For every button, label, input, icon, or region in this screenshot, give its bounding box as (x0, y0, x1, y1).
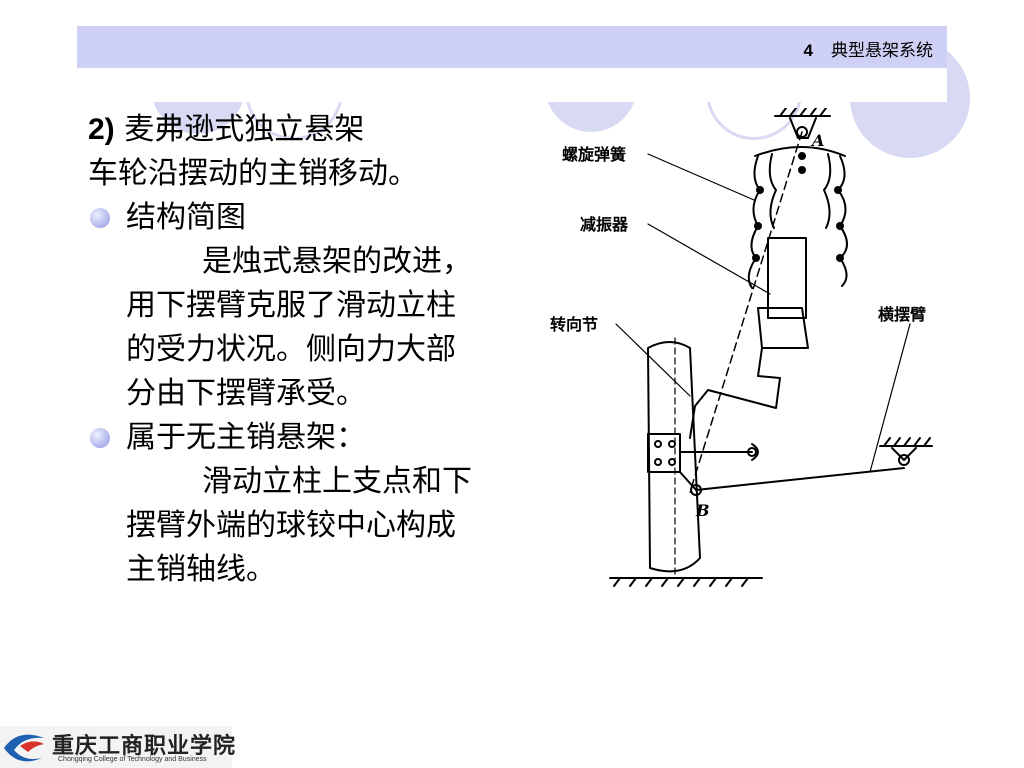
tie-rod-end (751, 443, 759, 461)
label-control-arm: 横摆臂 (878, 305, 926, 324)
paragraph-line: 是烛式悬架的改进， (202, 244, 472, 279)
paragraph-line: 用下摆臂克服了滑动立柱 (126, 288, 456, 323)
title-number: 2) (88, 113, 115, 146)
arm-mount-hatch (879, 437, 933, 447)
lower-control-arm (695, 467, 905, 491)
paragraph-line: 分由下摆臂承受。 (126, 376, 366, 411)
leader-arm (869, 323, 911, 473)
leader-spring (647, 153, 755, 201)
label-point-b: B (695, 501, 710, 520)
paragraph-line: 主销轴线。 (126, 552, 276, 587)
label-spring: 螺旋弹簧 (562, 145, 626, 164)
bullet-label: 结构简图 (126, 200, 246, 235)
bullet-icon (90, 208, 110, 228)
strut-body (689, 347, 781, 439)
suspension-diagram: 螺旋弹簧 减振器 转向节 横摆臂 A B (550, 108, 933, 587)
ground-hatch (609, 577, 763, 587)
school-name-en: Chongqing College of Technology and Busi… (58, 756, 207, 763)
header-bar: 4 典型悬架系统 (77, 26, 947, 68)
footer-band (0, 726, 232, 768)
leader-damper (647, 223, 771, 295)
kingpin-axis (689, 131, 803, 493)
school-name-cn: 重庆工商职业学院 (52, 733, 237, 759)
top-mount-bracket (789, 117, 817, 139)
damper-upper (767, 237, 807, 319)
bullet-item: 属于无主销悬架： (88, 416, 528, 460)
ball-joint-b (690, 484, 702, 496)
section-number: 4 (803, 41, 813, 60)
slide-title: 2) 麦弗逊式独立悬架 (88, 108, 528, 152)
bullet-label: 属于无主销悬架： (126, 420, 366, 455)
slide-content: 2) 麦弗逊式独立悬架 车轮沿摆动的主销移动。 结构简图 是烛式悬架的改进， 用… (88, 108, 528, 592)
paragraph-line: 摆臂外端的球铰中心构成 (126, 508, 456, 543)
paragraph-line: 滑动立柱上支点和下 (202, 464, 472, 499)
section-title: 典型悬架系统 (831, 41, 933, 61)
top-mount-hatch (774, 108, 831, 117)
slide-subtitle: 车轮沿摆动的主销移动。 (88, 156, 418, 191)
spring-coil-dots (752, 152, 844, 262)
section-heading: 4 典型悬架系统 (804, 36, 933, 61)
inner-pivot (898, 454, 910, 466)
leader-knuckle (615, 323, 691, 397)
label-point-a: A (810, 131, 824, 150)
label-knuckle: 转向节 (550, 315, 598, 334)
title-text: 麦弗逊式独立悬架 (114, 112, 365, 147)
bullet-icon (90, 428, 110, 448)
pivot-a (796, 126, 808, 138)
school-logo (4, 734, 44, 762)
header-lower-band (77, 68, 947, 102)
damper-lower (757, 307, 809, 349)
paragraph-line: 的受力状况。侧向力大部 (126, 332, 456, 367)
bullet-paragraph: 滑动立柱上支点和下 摆臂外端的球铰中心构成 主销轴线。 (88, 460, 528, 592)
spring-seat (754, 146, 846, 157)
bullet-item: 结构简图 (88, 196, 528, 240)
coil-spring (747, 153, 848, 289)
wheel-outline (647, 341, 701, 573)
bullet-paragraph: 是烛式悬架的改进， 用下摆臂克服了滑动立柱 的受力状况。侧向力大部 分由下摆臂承… (88, 240, 528, 416)
label-damper: 减振器 (580, 215, 629, 234)
